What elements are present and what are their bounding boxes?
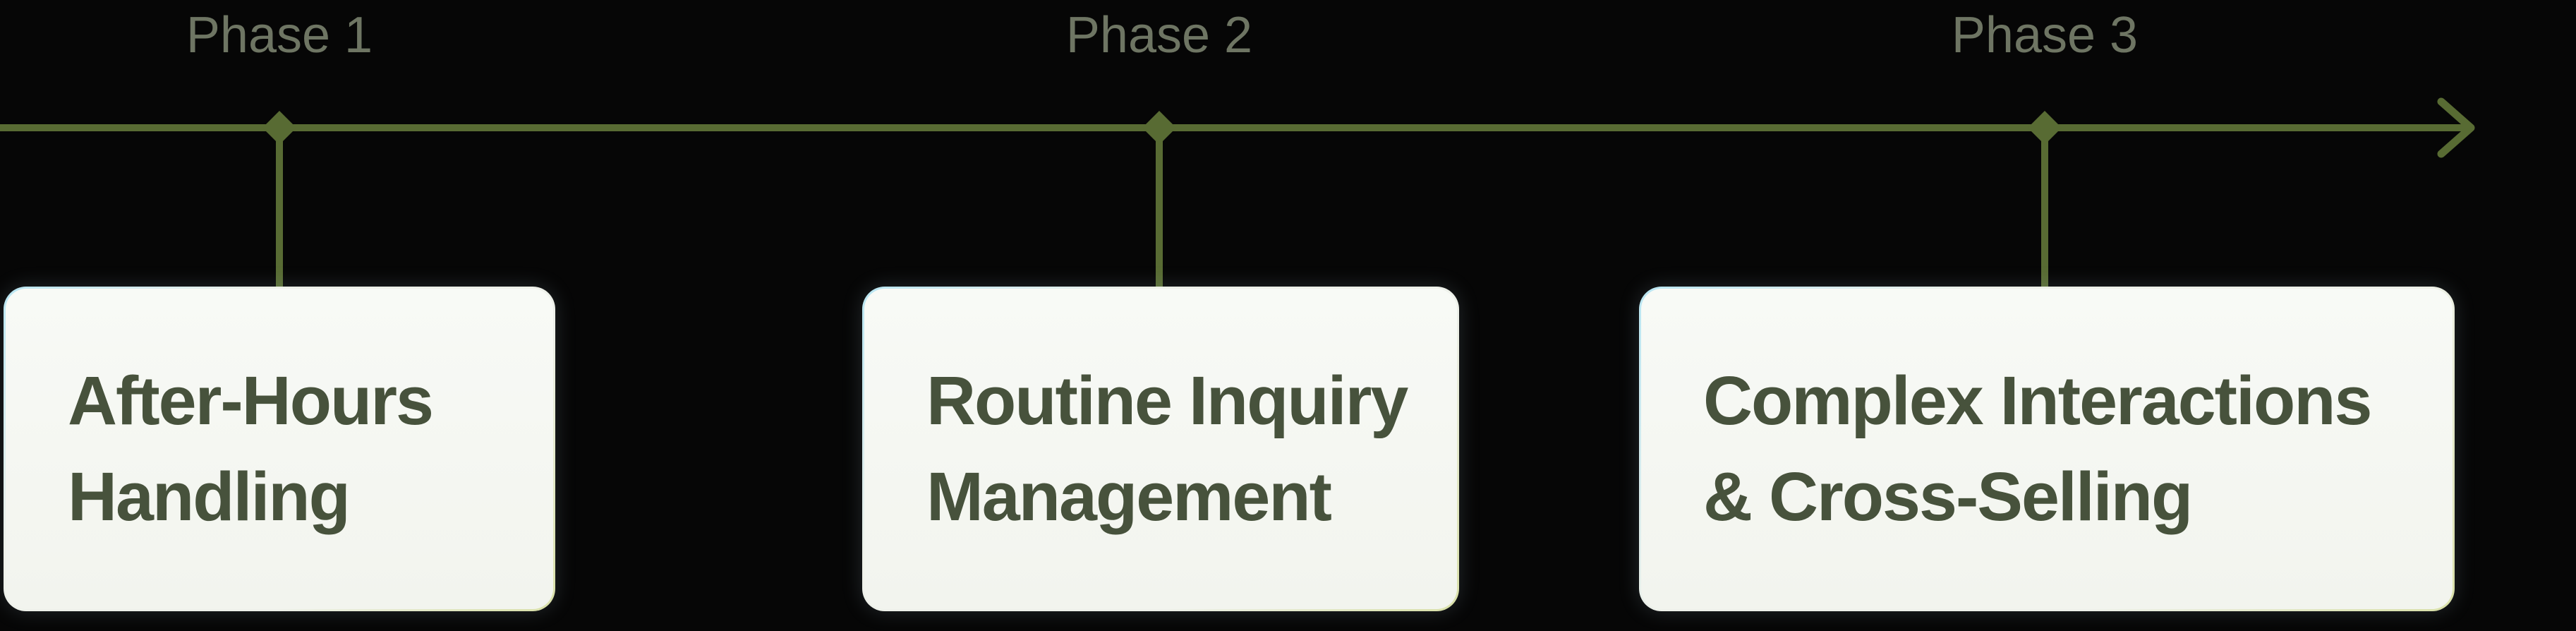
phase-2-card-title-line: Routine Inquiry	[926, 362, 1408, 439]
phase-1-card-title-line: After-Hours	[68, 362, 434, 439]
phase-2-card: Routine Inquiry Management	[862, 287, 1459, 611]
phase-3-card-body: Complex Interactions & Cross-Selling	[1641, 289, 2453, 609]
phase-1-card: After-Hours Handling	[4, 287, 555, 611]
phase-3-card: Complex Interactions & Cross-Selling	[1639, 287, 2455, 611]
phase-1-label: Phase 1	[186, 7, 373, 64]
arrow-right-icon	[2437, 97, 2475, 158]
phase-2-connector-line	[1156, 128, 1163, 287]
phase-3-diamond-marker	[2027, 110, 2062, 145]
phase-2-label: Phase 2	[1065, 7, 1253, 64]
phase-3-label: Phase 3	[1951, 7, 2139, 64]
timeline-line	[0, 124, 2467, 131]
phase-3-connector-line	[2041, 128, 2048, 287]
phase-1-diamond-marker	[262, 110, 297, 145]
phase-3-card-title-line: Complex Interactions	[1703, 362, 2372, 439]
phase-1-connector-line	[276, 128, 283, 287]
phase-2-card-body: Routine Inquiry Management	[864, 289, 1457, 609]
phase-3-card-title-line: & Cross-Selling	[1703, 458, 2193, 535]
phase-1-card-body: After-Hours Handling	[6, 289, 553, 609]
phase-2-diamond-marker	[1142, 110, 1177, 145]
phase-2-card-title-line: Management	[926, 458, 1332, 535]
phase-1-card-title-line: Handling	[68, 458, 351, 535]
